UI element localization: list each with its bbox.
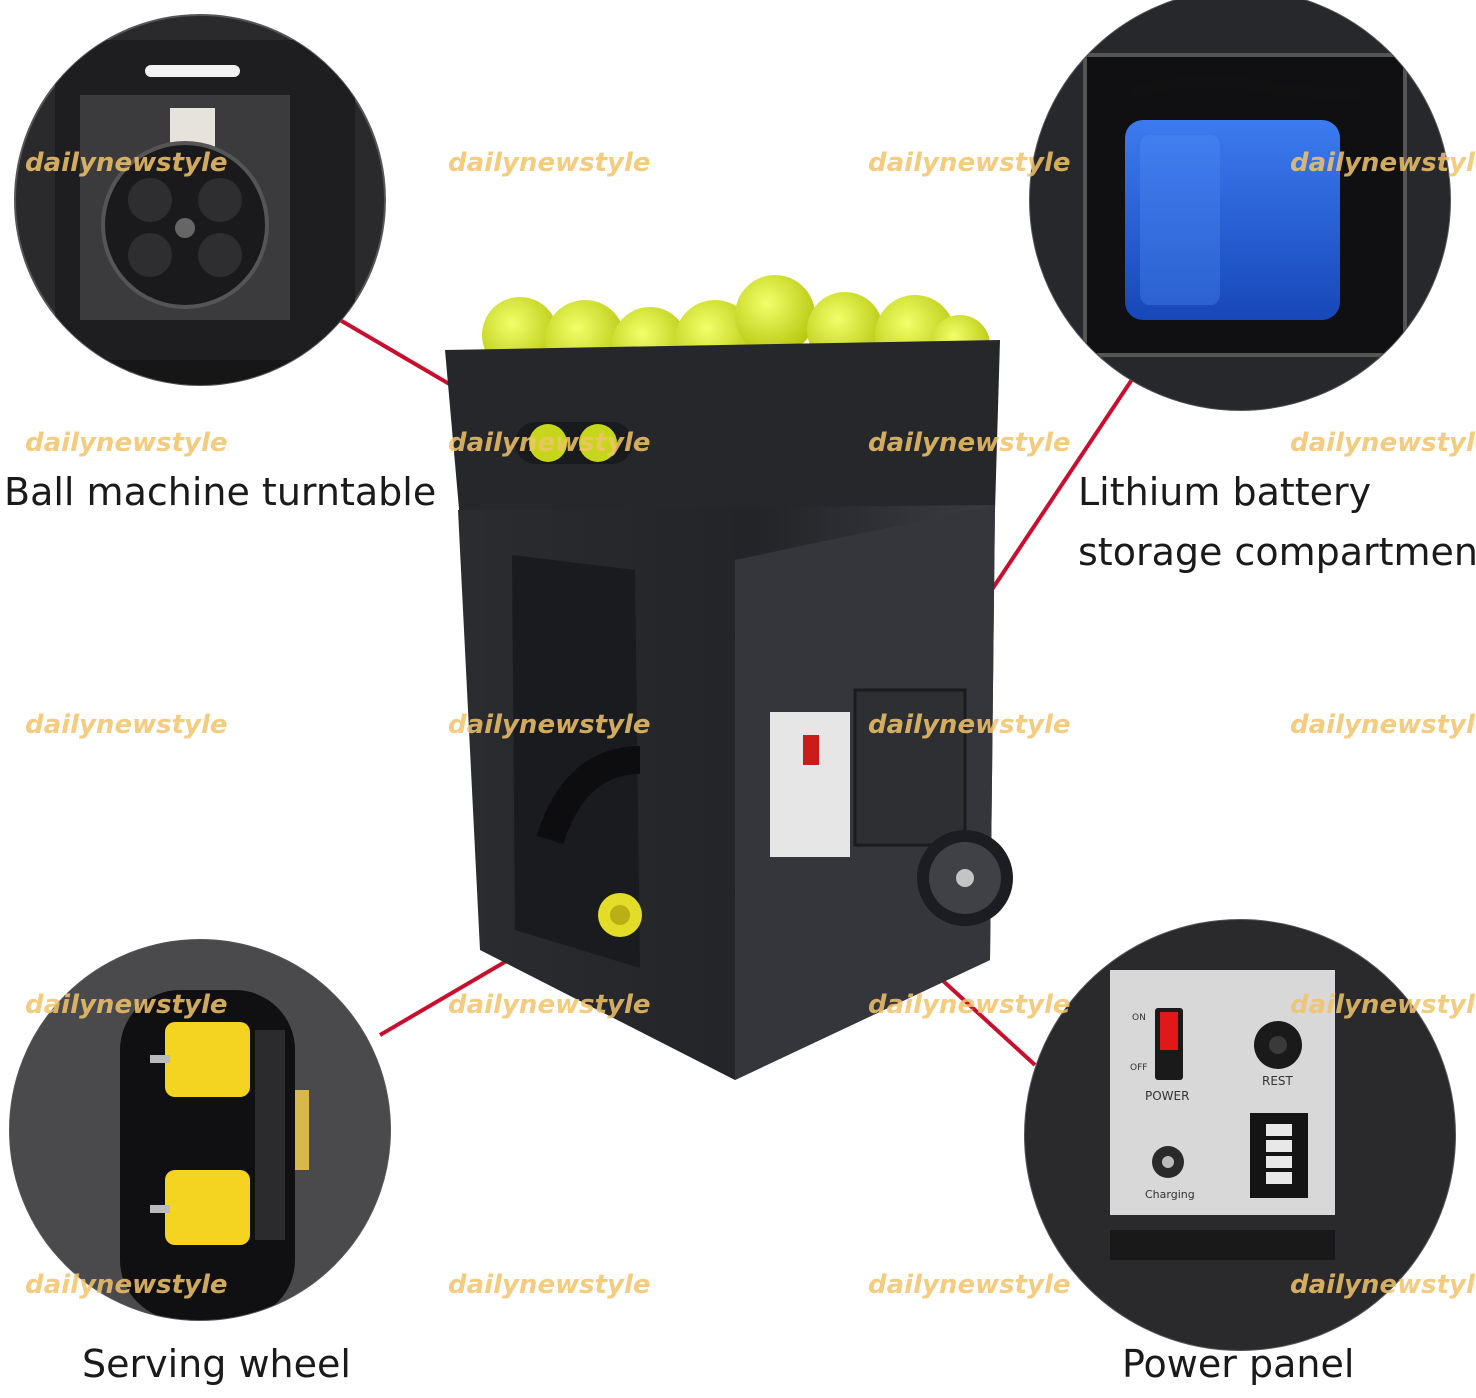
panel-power-label: POWER <box>1145 1089 1189 1103</box>
ball-machine <box>445 275 1013 1080</box>
serving-wheel-closeup <box>9 939 391 1321</box>
turntable-closeup <box>14 14 386 386</box>
label-power-panel: Power panel <box>1122 1342 1355 1386</box>
panel-off-label: OFF <box>1130 1063 1147 1073</box>
label-turntable: Ball machine turntable <box>4 470 437 514</box>
label-battery-line2: storage compartment <box>1078 530 1476 574</box>
panel-charging-label: Charging <box>1145 1188 1195 1201</box>
battery-closeup <box>1029 0 1451 411</box>
label-serving-wheel: Serving wheel <box>82 1342 351 1386</box>
power-panel-closeup: ON OFF POWER REST Charging <box>1024 919 1456 1351</box>
panel-on-label: ON <box>1132 1013 1146 1023</box>
label-battery-line1: Lithium battery <box>1078 470 1372 514</box>
panel-rest-label: REST <box>1262 1074 1294 1088</box>
